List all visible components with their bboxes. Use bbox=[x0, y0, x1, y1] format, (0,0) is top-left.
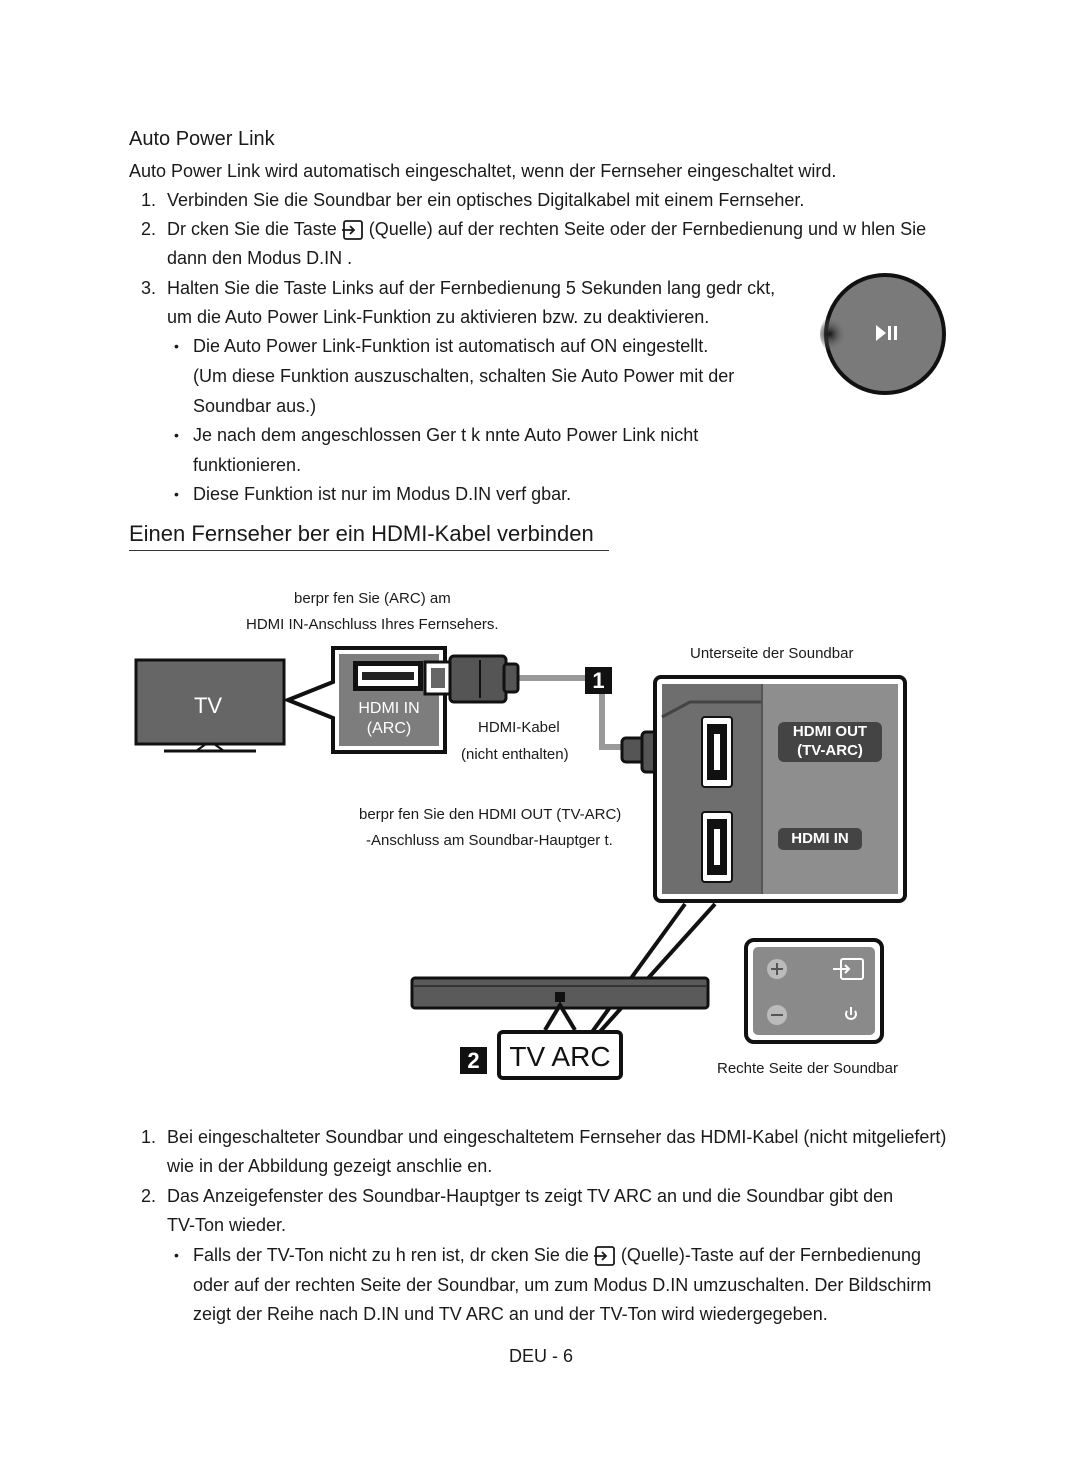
page-number: DEU - 6 bbox=[509, 1346, 574, 1366]
tv-label: TV bbox=[193, 693, 223, 718]
hdmi-in-port bbox=[701, 811, 733, 883]
cable-label: HDMI-Kabel bbox=[478, 719, 560, 736]
step-2-marker: 2 bbox=[460, 1047, 487, 1074]
bullet-dot: • bbox=[174, 1247, 179, 1263]
bullet-text: oder auf der rechten Seite der Soundbar,… bbox=[193, 1275, 932, 1295]
check-soundbar-text: berpr fen Sie den HDMI OUT (TV-ARC) bbox=[359, 806, 622, 823]
step-text: um die Auto Power Link-Funktion zu aktiv… bbox=[167, 307, 710, 327]
check-tv-text: HDMI IN-Anschluss Ihres Fernsehers. bbox=[246, 616, 499, 633]
bullet-text: (Um diese Funktion auszuschalten, schalt… bbox=[193, 366, 735, 386]
display-callout bbox=[497, 1002, 623, 1080]
soundbar-bottom-panel bbox=[653, 675, 907, 903]
remote-play-pause-button-illustration bbox=[820, 273, 946, 395]
source-icon bbox=[833, 958, 864, 980]
step-text: Verbinden Sie die Soundbar ber ein optis… bbox=[167, 190, 805, 210]
volume-down-icon bbox=[767, 1005, 787, 1025]
step-number: 1. bbox=[141, 1127, 157, 1147]
volume-up-icon bbox=[767, 959, 787, 979]
play-pause-icon bbox=[876, 325, 897, 341]
bullet-text-pre: Falls der TV-Ton nicht zu h ren ist, dr … bbox=[193, 1245, 589, 1265]
hdmi-out-label: HDMI OUT bbox=[792, 723, 868, 740]
tv-hdmi-port-callout bbox=[285, 646, 447, 754]
tv-arc-port-label: (TV-ARC) bbox=[797, 742, 863, 759]
bullet-dot: • bbox=[174, 338, 179, 354]
step-text-post: (Quelle) auf der rechten Seite oder der … bbox=[368, 219, 927, 239]
bullet-text: Je nach dem angeschlossen Ger t k nnte A… bbox=[193, 425, 699, 445]
tv-illustration bbox=[134, 658, 286, 753]
step-text: dann den Modus D.IN . bbox=[167, 248, 353, 268]
soundbar-right-side-panel bbox=[744, 938, 884, 1044]
bullet-dot: • bbox=[174, 427, 179, 443]
bottom-side-label: Unterseite der Soundbar bbox=[690, 645, 854, 662]
bullet-text: Die Auto Power Link-Funktion ist automat… bbox=[193, 336, 709, 356]
bullet-text: Soundbar aus.) bbox=[193, 396, 317, 416]
step-number: 1. bbox=[141, 190, 157, 210]
step-text: Dr cken Sie die Taste (Quelle) auf der re… bbox=[167, 218, 926, 241]
check-tv-text: berpr fen Sie (ARC) am bbox=[294, 590, 451, 607]
hdmi-out-port bbox=[701, 716, 733, 788]
step-text: Das Anzeigefenster des Soundbar-Hauptger… bbox=[167, 1186, 894, 1206]
section-heading: Einen Fernseher ber ein HDMI-Kabel verbi… bbox=[129, 521, 594, 546]
power-icon bbox=[845, 1007, 857, 1020]
step-text: Halten Sie die Taste Links auf der Fernb… bbox=[167, 278, 776, 298]
step-number: 2. bbox=[141, 219, 157, 239]
bullet-text: funktionieren. bbox=[193, 455, 302, 475]
right-side-label: Rechte Seite der Soundbar bbox=[717, 1060, 898, 1077]
step-text-pre: Dr cken Sie die Taste bbox=[167, 219, 337, 239]
subheading: Auto Power Link bbox=[129, 128, 275, 150]
check-soundbar-text: -Anschluss am Soundbar-Hauptger t. bbox=[366, 832, 613, 849]
bullet-text: Diese Funktion ist nur im Modus D.IN ver… bbox=[193, 484, 572, 504]
source-icon bbox=[593, 1245, 617, 1267]
source-icon bbox=[341, 219, 365, 241]
bullet-text: zeigt der Reihe nach D.IN und TV ARC an … bbox=[193, 1304, 828, 1324]
tv-hdmi-in-label: HDMI IN bbox=[358, 700, 420, 717]
bullet-text: Falls der TV-Ton nicht zu h ren ist, dr … bbox=[193, 1244, 921, 1267]
step-text: TV-Ton wieder. bbox=[167, 1215, 287, 1235]
bullet-text-post: (Quelle)-Taste auf der Fernbedienung bbox=[620, 1245, 922, 1265]
step-number: 2. bbox=[141, 1186, 157, 1206]
tv-arc-label: (ARC) bbox=[366, 720, 412, 737]
section-heading-underline bbox=[129, 550, 609, 551]
intro-text: Auto Power Link wird automatisch eingesc… bbox=[129, 161, 837, 181]
step-1-marker: 1 bbox=[585, 667, 612, 694]
step-text: wie in der Abbildung gezeigt anschlie en… bbox=[167, 1156, 493, 1176]
bullet-dot: • bbox=[174, 486, 179, 502]
step-number: 3. bbox=[141, 278, 157, 298]
cable-label: (nicht enthalten) bbox=[461, 746, 569, 763]
display-text: TV ARC bbox=[509, 1041, 611, 1072]
step-text: Bei eingeschalteter Soundbar und eingesc… bbox=[167, 1127, 947, 1147]
hdmi-in-port-label: HDMI IN bbox=[791, 830, 849, 847]
